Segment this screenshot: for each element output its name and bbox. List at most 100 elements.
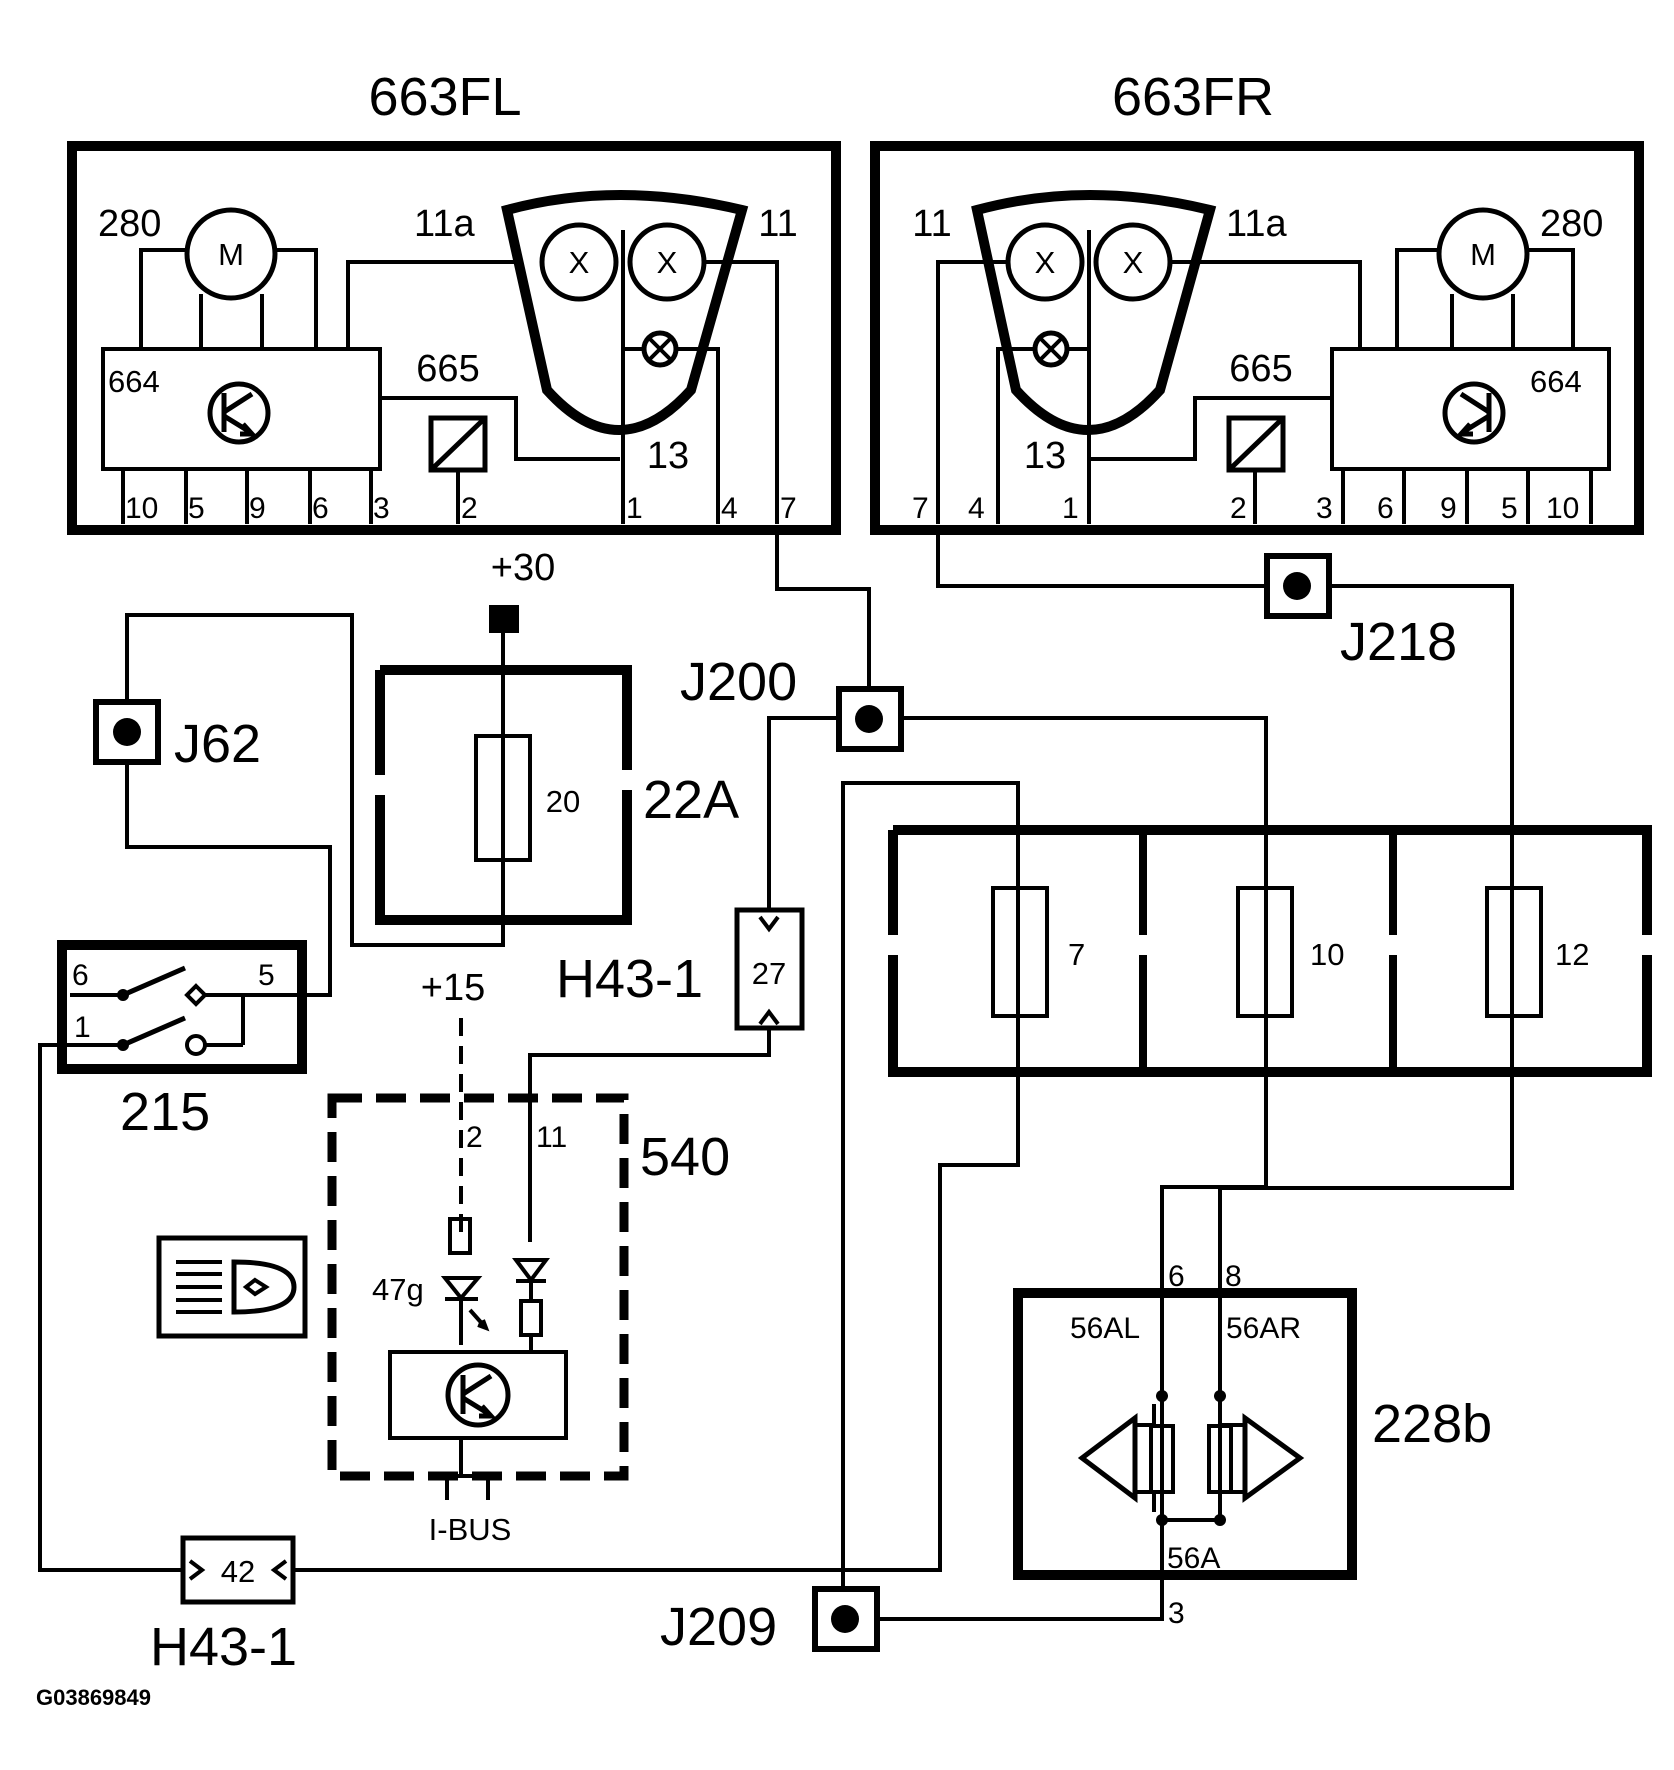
supply-b-plus-label: +30 <box>491 547 555 589</box>
module-663fr: 663FR X X 11 11a 13 665 664 M 280 7 4 1 … <box>870 67 1644 535</box>
switch-215-label: 215 <box>120 1082 210 1142</box>
pin-fr-1: 7 <box>912 492 929 525</box>
wire-11a-fl <box>346 260 518 349</box>
supply-b-plus-terminal <box>489 605 519 633</box>
pin-13-fl-label: 13 <box>647 435 689 477</box>
junction-j209-label: J209 <box>660 1597 777 1657</box>
junction-j218: J218 <box>1264 553 1457 672</box>
ecu-664-fr-label: 664 <box>1530 364 1582 399</box>
connector-h43-bottom: 42 H43-1 <box>150 1535 297 1677</box>
module-540: +15 540 2 11 47g I-BUS <box>327 967 730 1547</box>
led-47g-label: 47g <box>372 1272 424 1307</box>
pin-11a-fl-label: 11a <box>414 203 475 245</box>
pin-fl-3: 9 <box>249 492 266 525</box>
module-540-pin-2: 2 <box>466 1121 483 1154</box>
pin-fr-5: 3 <box>1316 492 1333 525</box>
module-540-controller <box>388 1350 568 1440</box>
pin-fr-7: 9 <box>1440 492 1457 525</box>
connector-h43-bottom-label: H43-1 <box>150 1617 297 1677</box>
pin-fr-6: 6 <box>1377 492 1394 525</box>
motor-280-fr-label: 280 <box>1540 203 1603 245</box>
junction-j209: J209 <box>660 1586 880 1657</box>
lamp-wiring-fl <box>621 230 779 502</box>
module-540-bus-label: I-BUS <box>429 1512 512 1547</box>
relay-665-fr-label: 665 <box>1229 348 1292 390</box>
switch-228b: 228b 56AL 56AR 6 8 56A 3 <box>1013 1260 1492 1630</box>
junction-j218-label: J218 <box>1340 612 1457 672</box>
switch-215-pin-1: 1 <box>74 1011 91 1044</box>
pin-fr-8: 5 <box>1501 492 1518 525</box>
module-663fr-title: 663FR <box>1112 67 1274 127</box>
pin-fr-2: 4 <box>968 492 985 525</box>
wire-665-fl <box>380 396 620 461</box>
switch-228b-pin-6: 6 <box>1168 1260 1185 1293</box>
switch-228b-common: 56A <box>1167 1542 1220 1575</box>
motor-leads-fl <box>139 248 318 349</box>
switch-228b-right-out: 56AR <box>1226 1312 1301 1345</box>
fusebox-22a-label: 22A <box>643 770 739 830</box>
module-540-pin-11: 11 <box>536 1121 567 1154</box>
switch-228b-frame <box>1013 1288 1357 1580</box>
headlamp-outline-fr <box>971 190 1217 435</box>
pin-13-fr-label: 13 <box>1024 435 1066 477</box>
fusebox-main-frame <box>888 825 1652 1077</box>
switch-215: 6 5 1 215 <box>57 940 307 1142</box>
headlamp-icon <box>156 1235 308 1339</box>
module-663fl-title: 663FL <box>368 67 521 127</box>
switch-228b-pin-3: 3 <box>1168 1597 1185 1630</box>
pin-fr-3: 1 <box>1062 492 1079 525</box>
pin-fl-6: 2 <box>461 492 478 525</box>
wire-fl7-j200 <box>775 530 871 718</box>
lamp-bulb-a-fr-symbol: X <box>1035 245 1056 280</box>
motor-280-fr <box>1436 207 1530 301</box>
motor-280-fl-label: 280 <box>98 203 161 245</box>
switch-215-pin-6: 6 <box>72 959 89 992</box>
supply-ign-label: +15 <box>421 967 485 1009</box>
switch-215-pin-5: 5 <box>258 959 275 992</box>
relay-665-fl-label: 665 <box>416 348 479 390</box>
connector-h43-top-pin: 27 <box>752 956 786 991</box>
wire-j62-215 <box>125 722 332 997</box>
lamp-bulb-b-fl-symbol: X <box>657 245 678 280</box>
fuse-12-label: 12 <box>1555 937 1589 972</box>
pin-11a-fr-label: 11a <box>1226 203 1287 245</box>
connector-h43-top-label: H43-1 <box>556 949 703 1009</box>
switch-228b-pin-8: 8 <box>1225 1260 1242 1293</box>
sensor-icon-fr <box>1442 381 1506 445</box>
wire-665-fr <box>1089 396 1332 461</box>
pin-fl-1: 10 <box>125 492 158 525</box>
wire-h43b-215 <box>38 1043 183 1572</box>
motor-280-fl <box>184 207 278 301</box>
fuse-10-label: 10 <box>1310 937 1344 972</box>
lamp-bulb-a-fl-symbol: X <box>569 245 590 280</box>
pin-fl-4: 6 <box>312 492 329 525</box>
pin-fl-7: 1 <box>626 492 643 525</box>
module-663fl: 663FL 664 M 280 11a 665 X X 11 13 10 5 9… <box>67 67 841 535</box>
pin-fl-5: 3 <box>373 492 390 525</box>
fusebox-22a: +30 20 22A <box>375 547 739 945</box>
pin-fl-9: 7 <box>780 492 797 525</box>
wire-j200-h43 <box>767 716 869 908</box>
controller-icon-540 <box>445 1362 511 1428</box>
pin-fr-9: 10 <box>1546 492 1579 525</box>
junction-j62: J62 <box>93 699 261 774</box>
lamp-bulb-a-fl <box>539 222 619 302</box>
module-663fl-frame <box>67 141 841 535</box>
pin-11-fr-label: 11 <box>912 203 951 245</box>
ecu-664-fr <box>1330 347 1611 471</box>
switch-228b-label: 228b <box>1372 1394 1492 1454</box>
wire-228b-fuse7-h43 <box>290 781 1164 1621</box>
motor-280-fl-symbol: M <box>218 237 244 272</box>
connector-h43-top: 27 H43-1 <box>556 907 805 1031</box>
fuse-20-label: 20 <box>546 784 580 819</box>
motor-leads-fr <box>1395 248 1575 349</box>
switch-228b-left-out: 56AL <box>1070 1312 1140 1345</box>
figure-code: G03869849 <box>36 1685 151 1710</box>
wire-fuse20-j62 <box>125 610 505 947</box>
pin-stubs-fr <box>936 469 1593 524</box>
pin-11-fl-label: 11 <box>758 203 797 245</box>
module-663fr-frame <box>870 141 1644 535</box>
pin-stubs-fl <box>121 469 779 524</box>
